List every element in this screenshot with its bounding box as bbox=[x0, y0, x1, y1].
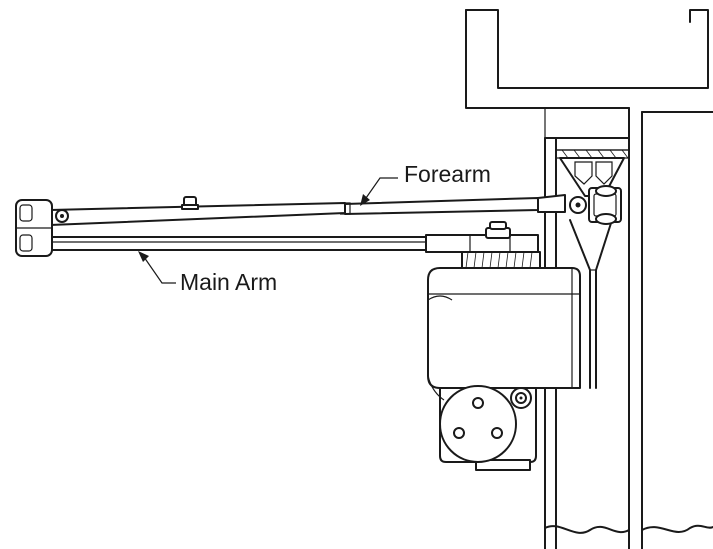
elbow-joint bbox=[15, 199, 69, 257]
forearm bbox=[49, 194, 587, 226]
forearm-label: Forearm bbox=[404, 161, 491, 187]
arm-shoe-bracket bbox=[555, 149, 630, 389]
main-arm bbox=[31, 221, 539, 253]
main-arm-label: Main Arm bbox=[180, 269, 277, 295]
forearm-callout: Forearm bbox=[360, 161, 491, 206]
closer-body bbox=[427, 251, 581, 471]
main-arm-callout: Main Arm bbox=[138, 251, 277, 295]
